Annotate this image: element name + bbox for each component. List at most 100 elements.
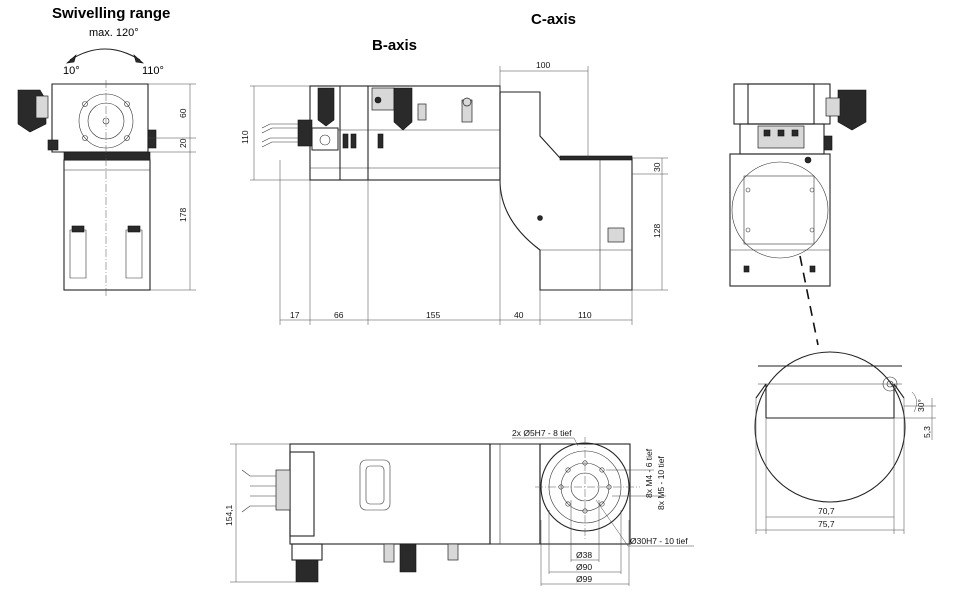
b-axis-terminal-1: [342, 133, 349, 149]
top-view-hole-8: [565, 467, 571, 473]
detail-left-bevel: [755, 383, 767, 399]
right-view-side-plug: [823, 135, 833, 151]
cable-1: [261, 123, 298, 129]
b-axis-cable-gland: [297, 119, 313, 147]
top-view-transition: [489, 443, 541, 545]
left-dim-60: 60: [178, 108, 188, 118]
right-view-hole-1: [745, 187, 751, 193]
swivel-arrow-left-icon: [66, 54, 77, 64]
left-view-slot-right: [125, 229, 143, 279]
top-cable-4: [241, 505, 276, 513]
side-dim-155: 155: [426, 310, 440, 320]
cable-3: [261, 137, 298, 143]
top-callout-pin-leader-2: [573, 437, 579, 447]
side-dim-30: 30: [652, 162, 662, 172]
detail-hole: [882, 376, 898, 392]
top-callout-center-leader: [595, 499, 629, 547]
swivel-range-annotation: max. 120° 10° 110°: [63, 27, 164, 77]
b-axis-front-bore: [319, 134, 331, 146]
c-axis-clamp: [607, 227, 625, 243]
side-dim-40: 40: [514, 310, 524, 320]
c-axis-title: C-axis: [531, 11, 576, 28]
detail-width-inner: 70,7: [818, 506, 835, 516]
right-view-window: [743, 175, 815, 245]
top-view-lower-block: [291, 543, 323, 561]
top-dim-99: Ø99: [576, 574, 592, 584]
left-view-collar: [63, 151, 151, 161]
right-view-port-2: [777, 129, 785, 137]
side-view: 110 100 30 128 17 66 155 40 110: [240, 60, 668, 325]
right-view-hole-3: [745, 227, 751, 233]
top-view-gland: [275, 469, 291, 511]
b-axis-front-plate: [311, 127, 339, 151]
top-view-connector-1-icon: [295, 559, 319, 583]
detail-angle: 30°: [916, 399, 926, 412]
detail-width-outer: 75,7: [818, 519, 835, 529]
left-view-head: [51, 83, 149, 153]
top-callout-pin: 2x Ø5H7 - 8 tief: [512, 428, 572, 438]
top-callout-m5: 8x M5 - 10 tief: [656, 456, 666, 510]
left-view-slot-left: [69, 229, 87, 279]
left-view-bolt-2: [124, 101, 130, 107]
right-view-port-1: [763, 129, 771, 137]
left-dim-178: 178: [178, 208, 188, 222]
right-view-port-3: [791, 129, 799, 137]
top-dim-38: Ø38: [576, 550, 592, 560]
left-view-small-plug: [47, 139, 59, 151]
left-view-dimensions: 60 20 178: [148, 83, 196, 291]
top-view-hole-2: [599, 467, 605, 473]
top-view-plug-1: [383, 543, 395, 563]
right-view-valve-block: [757, 125, 805, 149]
swivel-arrow-right-icon: [133, 54, 144, 64]
cable-2: [261, 127, 298, 134]
left-view-connector-nut: [35, 95, 49, 119]
top-dim-154: 154,1: [224, 504, 234, 526]
left-view-bolt-4: [124, 135, 130, 141]
b-axis-plug-1: [417, 103, 427, 121]
side-view-dimensions: 110 100 30 128 17 66 155 40 110: [240, 60, 668, 325]
left-dim-20: 20: [178, 138, 188, 148]
side-dim-110b: 110: [578, 310, 592, 320]
left-end-view: 60 20 178: [17, 80, 196, 296]
left-view-right-plug: [147, 129, 157, 149]
right-view-detail-circle: [731, 161, 829, 259]
detail-view: 30° 5,3 70,7 75,7: [754, 351, 936, 534]
b-axis-terminal-2: [350, 133, 357, 149]
left-view-bolt-1: [82, 101, 88, 107]
side-dim-17: 17: [290, 310, 300, 320]
top-view-plug-2: [447, 543, 459, 561]
detail-depth: 5,3: [922, 426, 932, 438]
b-axis-plug-2-cap: [462, 97, 472, 107]
top-callout-m4: 8x M4 - 6 tief: [644, 448, 654, 498]
b-axis-screw: [374, 96, 382, 104]
swivel-max-label: max. 120°: [89, 27, 139, 39]
side-dim-100: 100: [536, 60, 550, 70]
right-view-mark-2: [809, 265, 816, 273]
top-callout-center: Ø30H7 - 10 tief: [630, 536, 688, 546]
top-view: 154,1 2x Ø5H7 - 8 tief 8x M4 - 6 tief 8x…: [224, 428, 694, 586]
top-view-end-plate: [289, 451, 315, 537]
right-view-head-inner: [747, 83, 815, 125]
swivel-range-title: Swivelling range: [52, 5, 170, 22]
right-view-connector-nut: [825, 97, 841, 117]
right-view-body: [729, 153, 831, 287]
c-axis-top-plate: [559, 155, 633, 161]
side-dim-66: 66: [334, 310, 344, 320]
swivel-arc: [69, 48, 141, 61]
left-view-bolt-3: [82, 135, 88, 141]
left-view-motor-body: [63, 159, 151, 291]
left-view-clip-left: [71, 225, 85, 233]
detail-hole-inner: [886, 380, 894, 388]
right-view-mark-1: [743, 265, 750, 273]
b-axis-terminal-3: [377, 133, 384, 149]
top-view-dimensions: 154,1 2x Ø5H7 - 8 tief 8x M4 - 6 tief 8x…: [224, 428, 694, 586]
detail-dimensions: 30° 5,3 70,7 75,7: [755, 391, 936, 534]
b-axis-connector-1-icon: [317, 87, 335, 127]
detail-leader-line: [799, 255, 819, 346]
right-view-hole-2: [809, 187, 815, 193]
detail-angle-arc: [911, 391, 917, 413]
top-view-hole-6: [565, 501, 571, 507]
top-dim-90: Ø90: [576, 562, 592, 572]
top-view-cover-inner: [365, 465, 385, 505]
